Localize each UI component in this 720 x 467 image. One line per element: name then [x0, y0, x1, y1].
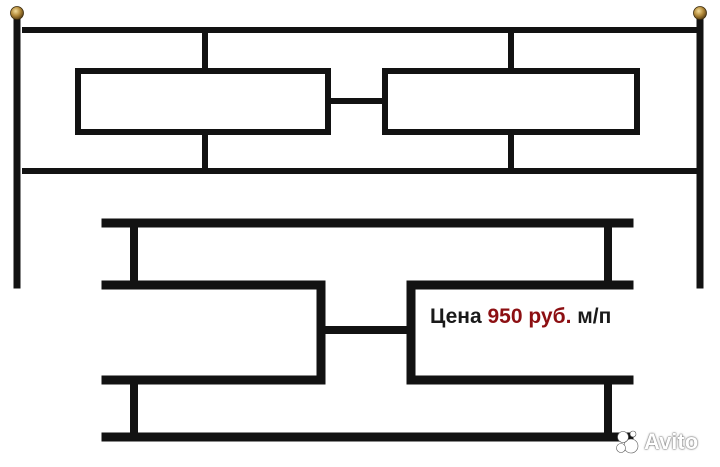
avito-watermark: Avito: [614, 429, 698, 455]
panel-left-bracket: [101, 280, 326, 385]
left-finial: [10, 6, 24, 20]
avito-wordmark: Avito: [644, 429, 699, 454]
left-panel-rect: [75, 68, 331, 135]
price-caption: Цена: [430, 305, 482, 328]
panel-right-bracket: [406, 280, 634, 385]
right-finial: [693, 6, 707, 20]
price-amount: 950: [487, 305, 523, 328]
fence-section-assembled: [13, 14, 704, 289]
price-currency: руб.: [528, 305, 572, 328]
right-panel-rect: [382, 68, 640, 135]
price-unit: м/п: [577, 305, 612, 328]
fence-panel-detail: [101, 218, 634, 442]
avito-logo-icon: [616, 430, 639, 454]
price-label: Цена 950 руб. м/п: [430, 306, 611, 327]
